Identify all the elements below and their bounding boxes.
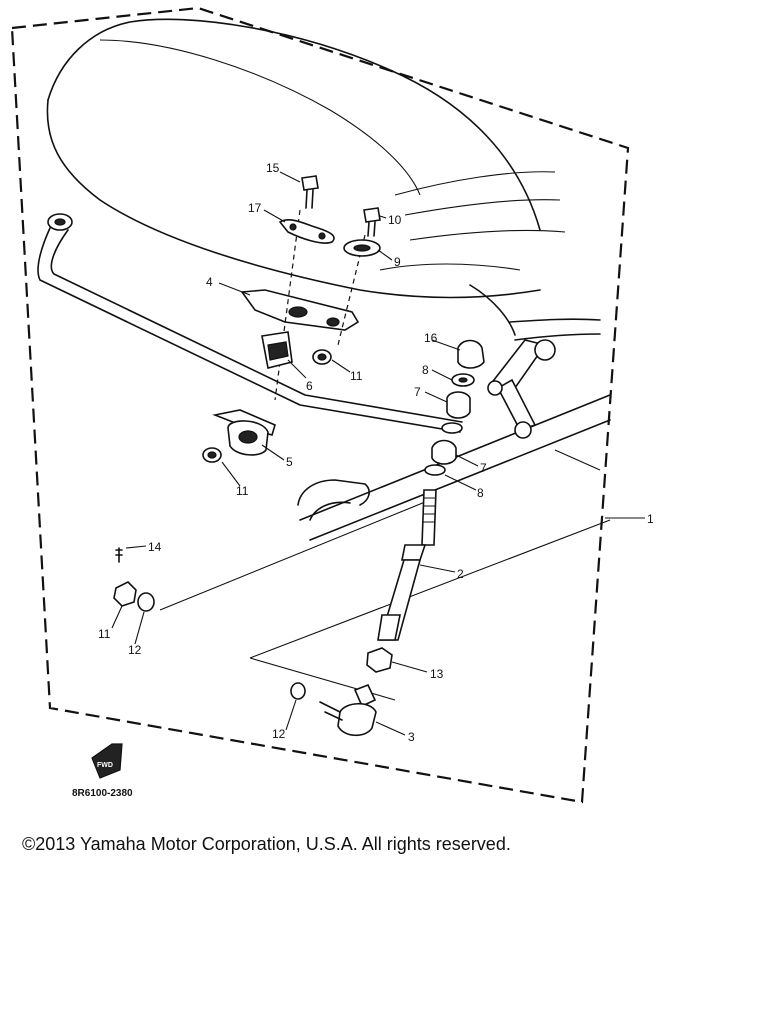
callout-12a: 12 — [128, 643, 142, 657]
callout-4: 4 — [206, 275, 213, 289]
bolt-15 — [301, 175, 319, 209]
callout-12b: 12 — [272, 727, 286, 741]
pin-14 — [115, 547, 123, 563]
copyright-notice: ©2013 Yamaha Motor Corporation, U.S.A. A… — [22, 834, 511, 854]
figure-code: 8R6100-2380 — [72, 788, 133, 799]
plate-17 — [278, 219, 335, 244]
bushing-7a — [446, 391, 471, 419]
callout-13: 13 — [430, 667, 444, 681]
callout-2: 2 — [457, 567, 464, 581]
callout-1: 1 — [647, 512, 654, 526]
rod-2 — [377, 489, 437, 641]
nut-11c — [113, 581, 137, 607]
bracket-4 — [240, 209, 366, 401]
bushing-7b — [431, 439, 457, 465]
callout-10: 10 — [388, 213, 402, 227]
callout-7b: 7 — [480, 461, 487, 475]
mount-6 — [261, 331, 293, 369]
callout-8b: 8 — [477, 486, 484, 500]
mount-5 — [212, 409, 276, 456]
callout-9: 9 — [394, 255, 401, 269]
front-direction-icon: FWD — [91, 743, 123, 779]
callout-11a: 11 — [350, 369, 363, 383]
callout-7a: 7 — [414, 385, 421, 399]
nut-13 — [366, 647, 393, 673]
shift-rod — [37, 213, 463, 433]
callout-11c: 11 — [98, 627, 111, 641]
front-icon-label: FWD — [97, 762, 113, 769]
bell-crank — [487, 339, 556, 439]
callout-3: 3 — [408, 730, 415, 744]
callout-15: 15 — [266, 161, 280, 175]
callout-16: 16 — [424, 331, 438, 345]
assembly-boundary — [10, 6, 630, 804]
ball-joint-3 — [319, 683, 377, 737]
washer-8b — [424, 464, 446, 476]
callout-14: 14 — [148, 540, 162, 554]
bolt-10 — [363, 207, 381, 237]
washer-12b — [290, 682, 306, 700]
hood-outline — [46, 18, 601, 341]
leader-lines — [111, 171, 645, 736]
washer-8c — [441, 422, 463, 434]
washer-12a — [137, 592, 155, 612]
callout-17: 17 — [248, 201, 262, 215]
callout-11b: 11 — [236, 484, 249, 498]
exploded-parts-diagram: 15 17 10 9 4 6 11 5 11 16 8 7 7 8 1 2 13… — [10, 6, 654, 804]
callout-5: 5 — [286, 455, 293, 469]
callout-6: 6 — [306, 379, 313, 393]
cap-16 — [457, 339, 485, 369]
callout-8a: 8 — [422, 363, 429, 377]
